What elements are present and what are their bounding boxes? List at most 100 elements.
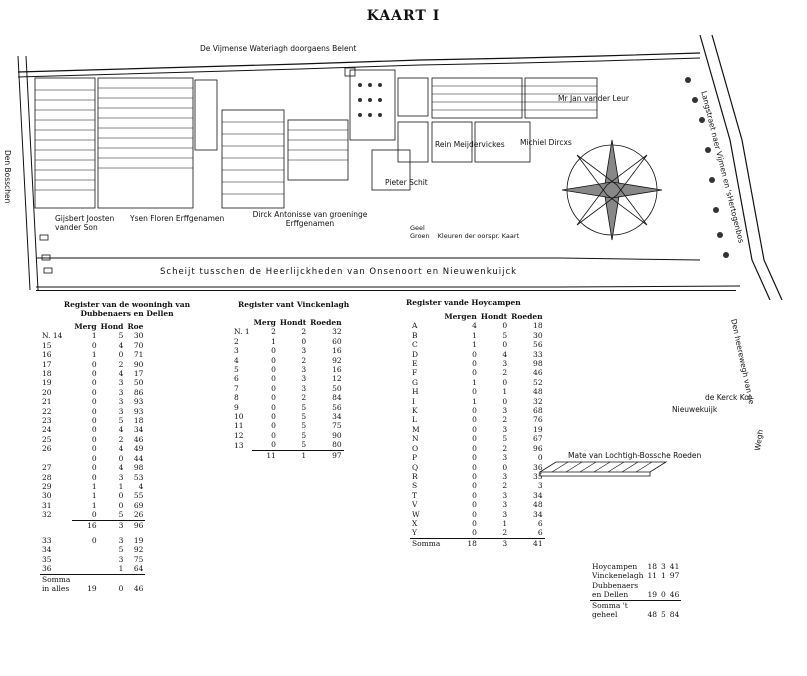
table-cell: 4: [502, 349, 508, 359]
table-cell: D: [412, 349, 419, 359]
table-cell: 2: [118, 359, 124, 369]
table-cell: 0: [271, 393, 276, 403]
table-cell: [98, 573, 126, 584]
table-cell: [40, 520, 72, 530]
table-cell: 5: [118, 416, 124, 426]
table-cell: S: [412, 481, 418, 491]
table-cell: 3: [301, 383, 307, 393]
table-cell: Dubbenaers: [592, 580, 639, 590]
table-cell: 41: [669, 562, 680, 571]
table-cell: 3: [502, 453, 508, 463]
table-cell: V: [412, 500, 418, 510]
scale-label: Mate van Lochtigh-Bossche Roeden: [568, 451, 702, 460]
table-cell: B: [412, 330, 418, 340]
table-cell: N: [412, 434, 419, 444]
table-cell: 3: [502, 471, 508, 481]
register-title: Register vant Vinckenlagh: [238, 300, 350, 309]
table-cell: [40, 454, 72, 463]
table-cell: 34: [533, 490, 543, 500]
table-row: Dubbenaers: [590, 581, 681, 590]
table-cell: K: [412, 406, 418, 416]
table-cell: 0: [472, 509, 477, 519]
table-cell: 98: [133, 463, 144, 473]
owner-label: Mr Jan vander Leur: [558, 94, 630, 103]
table-cell: 3: [301, 346, 307, 356]
table-cell: 50: [133, 378, 144, 388]
table-cell: 0: [271, 374, 276, 384]
table-cell: 1: [118, 481, 124, 491]
table-cell: 0: [472, 471, 477, 481]
table-cell: 26: [42, 444, 52, 454]
table-cell: 0: [472, 528, 477, 538]
owner-label: Ysen Floren Erffgenamen: [130, 214, 225, 223]
table-cell: 49: [133, 444, 144, 454]
table-cell: 5: [502, 434, 508, 444]
table-cell: 3: [118, 535, 124, 545]
table-cell: 3: [661, 562, 666, 571]
owner-label: Pieter Schit: [385, 178, 428, 187]
table-cell: 0: [472, 490, 477, 500]
table-cell: 0: [502, 377, 508, 387]
table-cell: 0: [472, 518, 477, 528]
table-cell: 68: [533, 406, 543, 416]
table-cell: 3: [502, 509, 508, 519]
table-cell: 1: [472, 330, 477, 340]
table-cell: 0: [91, 453, 97, 463]
table-cell: 3: [478, 537, 510, 549]
table-cell: 11: [234, 421, 244, 431]
owner-label: Dirck Antonisse van groeninge Erffgename…: [252, 210, 368, 228]
table-cell: 20: [42, 387, 52, 397]
table-cell: 2: [301, 355, 307, 365]
table-cell: en Dellen: [592, 590, 629, 600]
table-cell: 41: [509, 537, 545, 549]
table-cell: 1: [91, 491, 97, 501]
table-cell: 0: [91, 510, 97, 520]
table-cell: 98: [533, 359, 543, 369]
table-cell: 3: [118, 472, 124, 482]
table-cell: 19: [133, 535, 144, 545]
table-cell: 0: [91, 397, 97, 407]
table-cell: 53: [133, 472, 144, 482]
table-cell: 5: [661, 610, 666, 620]
table-cell: 80: [332, 440, 342, 450]
table-cell: 90: [332, 430, 342, 440]
table-cell: 93: [133, 406, 144, 416]
table-cell: 96: [125, 519, 146, 530]
table-cell: Somma: [40, 573, 73, 584]
table-header: Mergen Hondt Roeden: [444, 312, 543, 321]
table-cell: 3: [118, 406, 124, 416]
table-cell: 3: [118, 554, 124, 564]
table-cell: 11: [647, 571, 658, 581]
table-cell: [667, 599, 682, 611]
table-cell: 5: [234, 365, 239, 375]
table-cell: 1: [91, 500, 97, 510]
table-cell: 16: [42, 350, 52, 360]
table-cell: 0: [91, 359, 97, 369]
table-cell: 90: [133, 359, 144, 369]
table-cell: 0: [271, 365, 276, 375]
table-cell: 8: [234, 393, 239, 403]
table-cell: 3: [118, 387, 124, 397]
table-cell: 3: [502, 500, 508, 510]
table-cell: [72, 555, 98, 564]
